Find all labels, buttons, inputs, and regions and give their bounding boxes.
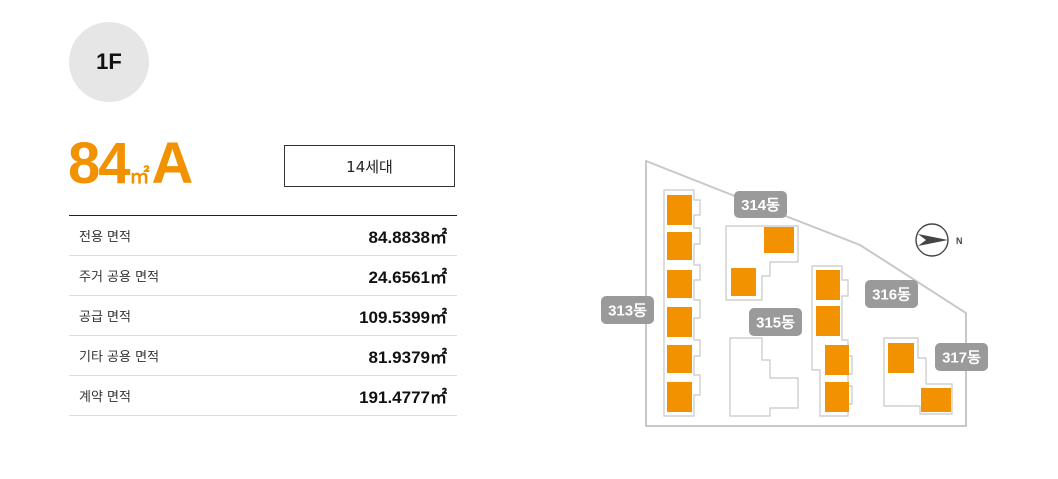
building-314-outline [725,225,799,301]
unit-313-5 [667,345,692,373]
unit-317-1 [888,343,914,373]
building-label-317: 317동 [935,343,988,371]
unit-316-3 [825,345,849,375]
building-label-317-text: 317동 [942,350,981,367]
unit-317-2 [921,388,951,412]
area-value: 84.8838㎡ [368,228,447,247]
area-label: 주거 공용 면적 [79,270,160,285]
floor-label: 1F [96,49,122,74]
building-label-314-text: 314동 [741,197,780,214]
unit-type-letter: A [151,131,194,196]
area-label: 기타 공용 면적 [79,350,160,365]
building-label-315-text: 315동 [756,315,795,332]
site-map: 313동 314동 315동 316동 317동 N [601,159,988,427]
unit-313-6 [667,382,692,412]
compass-north-label: N [956,236,963,246]
area-value: 24.6561㎡ [368,268,447,287]
unit-313-1 [667,195,692,225]
building-label-316: 316동 [865,280,918,308]
area-row-residential-common: 주거 공용 면적 24.6561㎡ [69,256,457,296]
building-label-313-text: 313동 [608,303,647,320]
unit-314-1 [764,227,794,253]
building-317-outline [883,337,953,415]
area-row-other-common: 기타 공용 면적 81.9379㎡ [69,336,457,376]
building-label-313: 313동 [601,296,654,324]
area-row-contract: 계약 면적 191.4777㎡ [69,376,457,416]
building-315-outline [729,337,799,417]
households-count: 14세대 [346,157,393,176]
area-label: 전용 면적 [79,230,131,245]
floor-badge: 1F [69,22,149,102]
households-box: 14세대 [284,145,455,187]
compass-icon: N [915,223,963,257]
building-313-outline [663,189,701,417]
area-table: 전용 면적 84.8838㎡ 주거 공용 면적 24.6561㎡ 공급 면적 1… [69,215,457,416]
area-value: 81.9379㎡ [368,348,447,367]
building-label-316-text: 316동 [872,287,911,304]
unit-type-sqm: ㎡ [129,166,150,188]
unit-316-1 [816,270,840,300]
unit-type-title: 84 ㎡ A [68,131,194,196]
area-label: 공급 면적 [79,310,131,325]
unit-316-4 [825,382,849,412]
unit-313-3 [667,270,692,298]
building-label-315: 315동 [749,308,802,336]
building-316-outline [811,265,853,417]
area-label: 계약 면적 [79,390,131,405]
unit-type-number: 84 [68,131,130,196]
area-row-exclusive: 전용 면적 84.8838㎡ [69,216,457,256]
area-value: 191.4777㎡ [359,388,447,407]
area-value: 109.5399㎡ [359,308,447,327]
unit-313-2 [667,232,692,260]
unit-314-2 [731,268,756,296]
area-row-supply: 공급 면적 109.5399㎡ [69,296,457,336]
unit-316-2 [816,306,840,336]
unit-313-4 [667,307,692,337]
building-label-314: 314동 [734,191,787,218]
